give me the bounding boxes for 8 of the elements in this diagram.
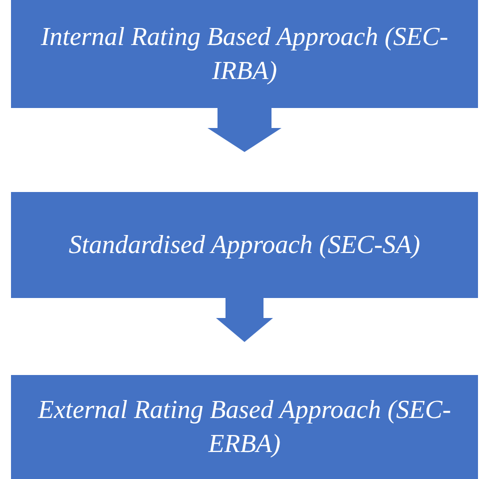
process-box [11, 375, 478, 479]
box-text: External Rating Based Approach (SEC-ERBA) [36, 394, 452, 460]
block-arrow [216, 298, 273, 342]
box-text: Internal Rating Based Approach (SEC-IRBA) [40, 21, 450, 87]
process-box [11, 0, 478, 108]
block-arrow [208, 108, 282, 152]
process-box [11, 192, 478, 298]
box-text: Standardised Approach (SEC-SA) [68, 229, 420, 261]
